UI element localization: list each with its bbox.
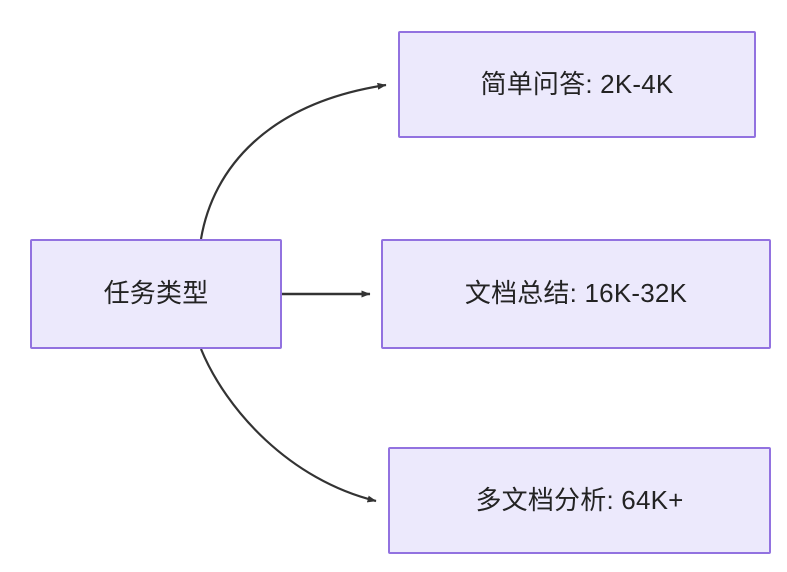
node-task-type[interactable]: 任务类型 <box>30 239 282 349</box>
edge-task-type-to-multi-doc <box>199 348 377 503</box>
node-multi-doc-label: 多文档分析: 64K+ <box>475 484 684 515</box>
node-task-type-label: 任务类型 <box>103 278 209 309</box>
node-multi-doc[interactable]: 多文档分析: 64K+ <box>388 447 771 554</box>
edge-task-type-to-simple-qa <box>199 82 387 240</box>
node-simple-qa-label: 简单问答: 2K-4K <box>480 68 674 99</box>
node-simple-qa[interactable]: 简单问答: 2K-4K <box>398 31 756 138</box>
node-doc-summary-label: 文档总结: 16K-32K <box>464 278 688 309</box>
node-doc-summary[interactable]: 文档总结: 16K-32K <box>381 239 771 349</box>
